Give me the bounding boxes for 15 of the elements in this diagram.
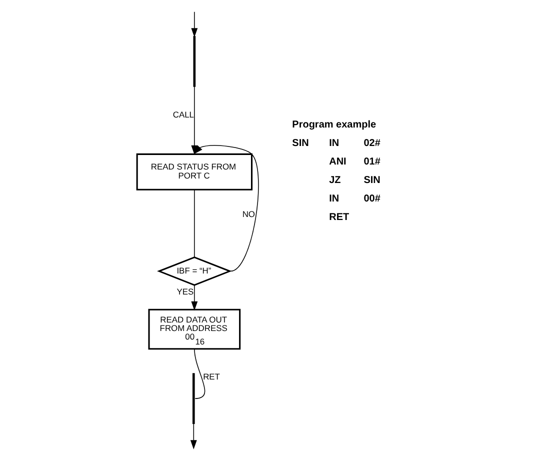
label: JZ — [329, 174, 341, 186]
label: 00# — [364, 193, 380, 204]
label: Program example — [292, 120, 376, 131]
label: IN — [329, 193, 340, 204]
label: SIN — [292, 138, 309, 150]
label: SIN — [364, 174, 380, 186]
label: ANI — [329, 156, 346, 168]
label: IN — [329, 138, 340, 150]
label: 02# — [364, 138, 380, 150]
label: 01# — [364, 156, 380, 168]
edge-label: NO — [242, 208, 256, 219]
label: RET — [329, 212, 350, 223]
edge-label: CALL — [172, 109, 194, 120]
edge-label: YES — [176, 286, 194, 297]
edge-label: RET — [203, 372, 220, 382]
